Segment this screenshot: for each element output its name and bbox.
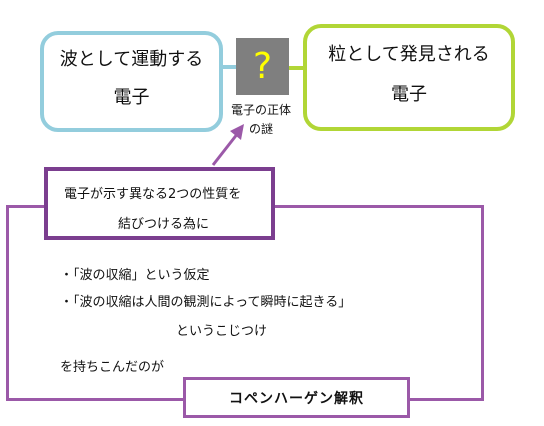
purpose-box: 電子が示す異なる2つの性質を 結びつける為に [44, 167, 275, 240]
point-instant-collapse: ・「波の収縮は人間の観測によって瞬時に起きる」 [60, 295, 352, 310]
purpose-line1: 電子が示す異なる2つの性質を [64, 187, 242, 202]
question-mark: ? [252, 45, 273, 87]
tail-text: を持ちこんだのが [60, 360, 165, 375]
mystery-label: 電子の正体 の謎 [215, 101, 307, 139]
purpose-line2: 結びつける為に [118, 217, 210, 232]
wave-box-line2: 電子 [113, 87, 150, 108]
mystery-box: ? [236, 38, 289, 95]
wave-connector-line [222, 65, 236, 69]
wave-box-line1: 波として運動する [59, 49, 204, 70]
particle-box-line2: 電子 [391, 84, 427, 105]
point-instant-collapse-continuation: というこじつけ [176, 324, 268, 339]
point-wave-collapse: ・「波の収縮」という仮定 [60, 268, 210, 283]
particle-box-line1: 粒として発見される [328, 44, 490, 65]
particle-electron-box: 粒として発見される 電子 [303, 24, 515, 131]
copenhagen-box: コペンハーゲン解釈 [183, 377, 410, 418]
wave-electron-box: 波として運動する 電子 [40, 31, 223, 132]
mystery-label-line2: の謎 [248, 122, 273, 136]
mystery-label-line1: 電子の正体 [230, 103, 291, 117]
particle-connector-line [289, 66, 304, 70]
copenhagen-label: コペンハーゲン解釈 [229, 390, 364, 407]
